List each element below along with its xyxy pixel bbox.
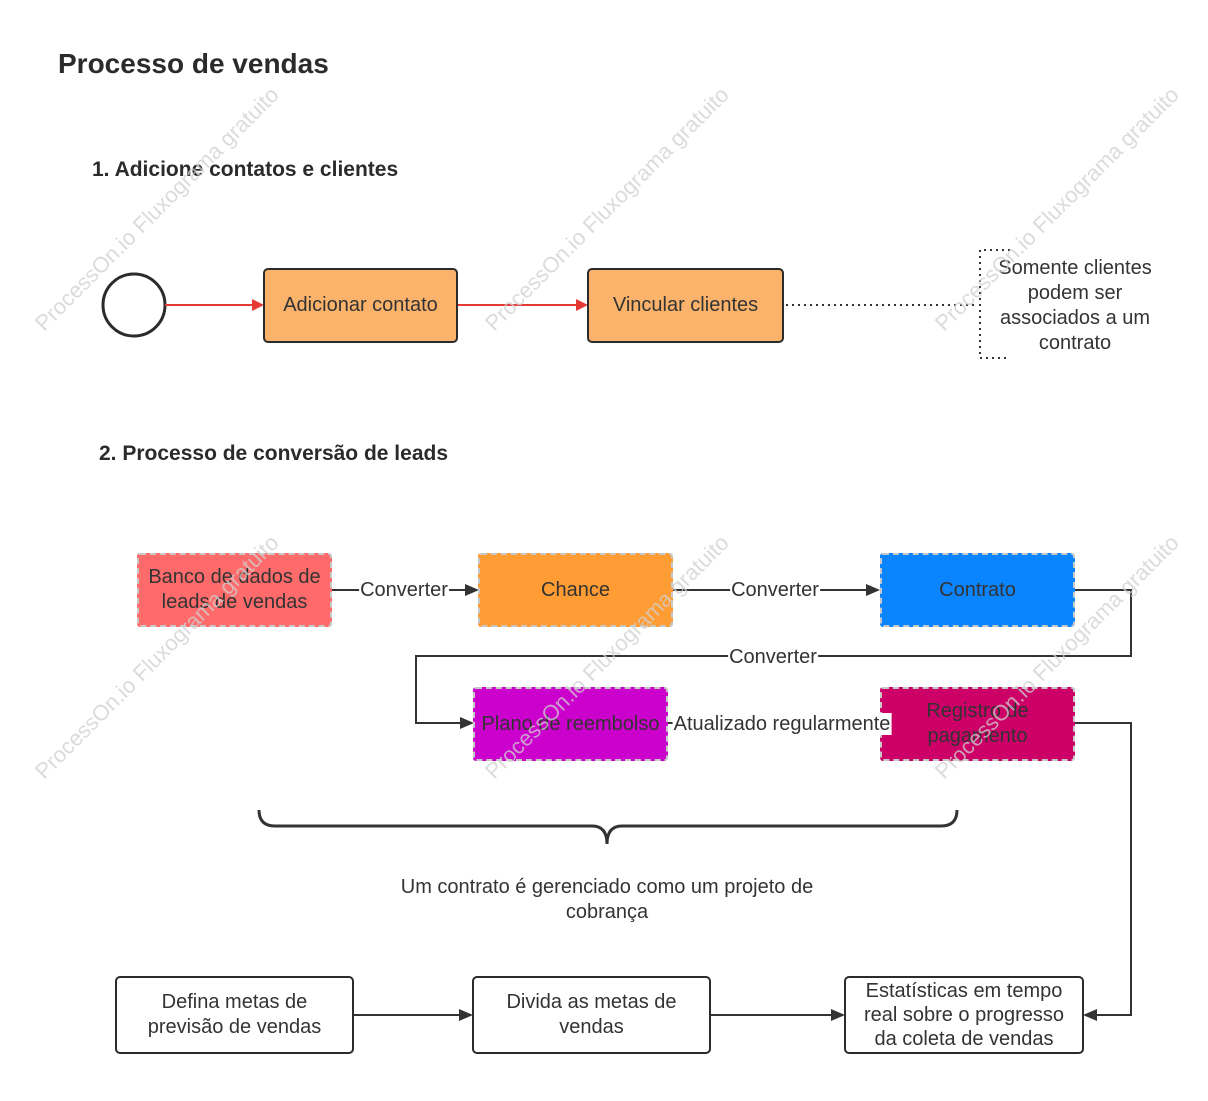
refund-plan-node[interactable]: Plano de reembolso	[473, 687, 668, 761]
chance-node[interactable]: Chance	[478, 553, 673, 627]
brace-note: Um contrato é gerenciado como um projeto…	[400, 876, 814, 923]
section-2-heading: 2. Processo de conversão de leads	[99, 442, 449, 465]
leads-database-node[interactable]: Banco de dados de leads de vendas	[137, 553, 332, 627]
arrow-payment-to-stats	[1073, 722, 1132, 1021]
edge-label-convert-2: Converter	[730, 579, 820, 601]
edge-label-convert-3: Converter	[728, 646, 818, 668]
page-title: Processo de vendas	[58, 48, 329, 79]
split-goals-node[interactable]: Divida as metas de vendas	[472, 976, 711, 1054]
note-bracket	[979, 249, 1010, 359]
link-clients-node[interactable]: Vincular clientes	[587, 268, 784, 343]
contract-node[interactable]: Contrato	[880, 553, 1075, 627]
realtime-stats-node[interactable]: Estatísticas em tempo real sobre o progr…	[844, 976, 1084, 1054]
add-contact-node[interactable]: Adicionar contato	[263, 268, 458, 343]
edge-label-updated-regularly: Atualizado regularmente	[672, 713, 892, 735]
curly-brace	[257, 809, 959, 845]
payment-record-node[interactable]: Registro de pagamento	[880, 687, 1075, 761]
start-event-circle	[101, 272, 167, 338]
forecast-goals-node[interactable]: Defina metas de previsão de vendas	[115, 976, 354, 1054]
section-1-heading: 1. Adicione contatos e clientes	[92, 158, 399, 181]
clients-only-note: Somente clientes podem ser associados a …	[998, 257, 1152, 354]
edge-label-convert-1: Converter	[359, 579, 449, 601]
